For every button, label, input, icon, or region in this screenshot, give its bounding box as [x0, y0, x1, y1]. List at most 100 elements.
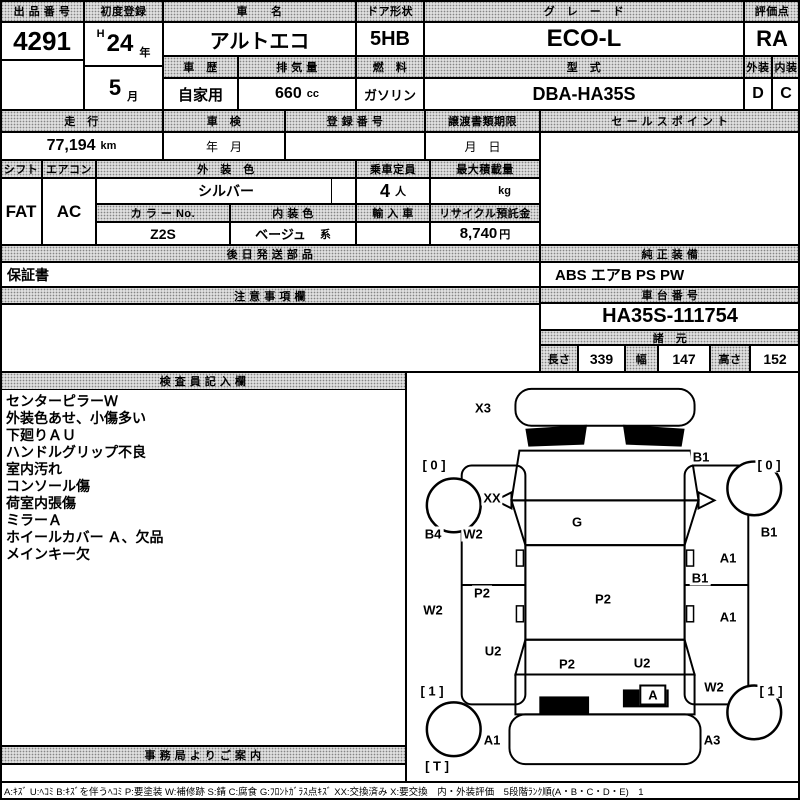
later-parts-label: 後 日 発 送 部 品 — [226, 248, 314, 261]
exterior-score-header: 外装 — [744, 56, 772, 78]
length-text: 339 — [589, 350, 614, 367]
transfer-deadline-label: 譲渡書類期限 — [448, 116, 517, 128]
sales-point-box — [540, 132, 800, 245]
chassis-number-text: HA35S-111754 — [602, 305, 738, 327]
displacement-label: 排 気 量 — [276, 62, 318, 74]
aircon-label: エアコン — [46, 164, 92, 176]
inspector-note: ミラーＡ — [6, 512, 62, 528]
first-registration-year-cell: H 24 年 — [84, 22, 163, 66]
rear-bumper — [508, 713, 702, 766]
car-name-value: アルトエコ — [163, 22, 356, 56]
damage-marker-a1: A1 — [481, 732, 503, 748]
color-no-value: Z2S — [96, 222, 230, 245]
model-code-label: 型 式 — [566, 62, 602, 74]
max-load-unit: kg — [498, 185, 511, 197]
dimensions-label: 諸 元 — [652, 332, 688, 345]
wheel-front-left — [425, 477, 482, 534]
displacement-text: 660 — [275, 85, 302, 102]
shaken-header: 車 検 — [163, 110, 285, 132]
mileage-text: 77,194 — [46, 137, 96, 154]
door-handle-rear-right — [685, 605, 695, 623]
length-label: 長さ — [547, 353, 571, 366]
history-value: 自家用 — [163, 78, 238, 110]
inspector-note: 下廻りＡＵ — [6, 427, 76, 443]
first-reg-year: 24 — [106, 30, 134, 57]
damage-marker-a: A — [639, 684, 667, 706]
door-handle-front-left — [515, 549, 525, 567]
aircon-value: AC — [42, 178, 96, 245]
damage-marker-0: [ 0 ] — [755, 457, 783, 473]
chassis-number-header: 車 台 番 号 — [540, 287, 800, 303]
door-shape-header: ドア形状 — [356, 0, 424, 22]
exterior-color-value: シルバー — [96, 178, 356, 204]
shaken-value: 年 月 — [163, 132, 285, 160]
shaken-label: 車 検 — [206, 116, 242, 128]
door-shape-text: 5HB — [369, 27, 410, 50]
capacity-value: 4 人 — [356, 178, 430, 204]
exhibit-number-label: 出 品 番 号 — [13, 6, 71, 18]
office-notice-box — [0, 764, 406, 782]
mirror-right — [697, 490, 717, 510]
damage-marker-b1: B1 — [758, 524, 780, 540]
car-name-header: 車 名 — [163, 0, 356, 22]
inspector-label: 検 査 員 記 入 欄 — [159, 376, 247, 388]
shaken-text: 年 月 — [205, 139, 242, 154]
height-text: 152 — [763, 350, 787, 367]
shift-label: シフト — [3, 164, 39, 176]
transfer-deadline-header: 譲渡書類期限 — [425, 110, 540, 132]
equipment-label: 純 正 装 備 — [641, 248, 699, 261]
displacement-header: 排 気 量 — [238, 56, 356, 78]
recycle-deposit-value: 8,740 円 — [430, 222, 540, 245]
history-text: 自家用 — [177, 86, 223, 104]
registration-number-label: 登 録 番 号 — [326, 116, 384, 128]
car-name-label: 車 名 — [236, 6, 283, 18]
fuel-header: 燃 料 — [356, 56, 424, 78]
chassis-number-value: HA35S-111754 — [540, 303, 800, 330]
inspector-note: ハンドルグリップ不良 — [6, 444, 146, 460]
car-name-text: アルトエコ — [209, 30, 310, 53]
wheel-rear-left — [425, 701, 482, 758]
office-notice-header: 事 務 局 よ り ご 案 内 — [0, 746, 406, 764]
front-bumper — [514, 387, 696, 427]
fuel-label: 燃 料 — [372, 62, 408, 74]
aircon-header: エアコン — [42, 160, 96, 178]
exhibit-number-empty-cell — [0, 60, 84, 110]
import-car-header: 輸 入 車 — [356, 204, 430, 222]
score-value: RA — [744, 22, 800, 56]
headlight-right — [622, 424, 685, 447]
height-label: 高さ — [718, 353, 742, 366]
caution-box — [0, 304, 540, 372]
mirror-left — [493, 490, 513, 510]
interior-score-header: 内装 — [772, 56, 800, 78]
first-reg-year-unit: 年 — [139, 47, 151, 59]
history-header: 車 歴 — [163, 56, 238, 78]
legend-text: A:ｷｽﾞ U:ﾍｺﾐ B:ｷｽﾞを伴うﾍｺﾐ P:要塗装 W:補修跡 S:錆 … — [4, 787, 644, 798]
exterior-color-text: シルバー — [198, 183, 254, 199]
inspector-note: 荷室内張傷 — [6, 495, 76, 511]
inspector-note: ホイールカバー Ａ、欠品 — [6, 529, 164, 545]
inspector-note: センターピラーＷ — [6, 393, 118, 409]
exterior-color-label: 外 装 色 — [197, 164, 255, 176]
damage-marker-w2: W2 — [461, 526, 485, 542]
shift-header: シフト — [0, 160, 42, 178]
first-reg-month-unit: 月 — [127, 91, 139, 103]
damage-marker-u2: U2 — [631, 655, 653, 671]
shift-value: FAT — [0, 178, 42, 245]
sales-point-header: セ ー ル ス ポ イ ン ト — [540, 110, 800, 132]
exterior-score-label: 外装 — [746, 62, 770, 74]
trunk — [514, 673, 696, 716]
exterior-score-text: D — [752, 85, 764, 102]
max-load-value: kg — [430, 178, 540, 204]
exhibit-number-text: 4291 — [13, 25, 71, 56]
inspector-note: 室内汚れ — [6, 461, 62, 477]
damage-marker-b1: B1 — [689, 570, 711, 586]
grade-value: ECO-L — [424, 22, 744, 56]
model-code-value: DBA-HA35S — [424, 78, 744, 110]
aircon-text: AC — [56, 201, 82, 221]
width-header: 幅 — [625, 345, 658, 372]
equipment-value: ABS エアB PS PW — [540, 262, 800, 287]
width-value: 147 — [658, 345, 710, 372]
first-registration-label: 初度登録 — [100, 6, 147, 18]
shift-text: FAT — [5, 201, 37, 221]
